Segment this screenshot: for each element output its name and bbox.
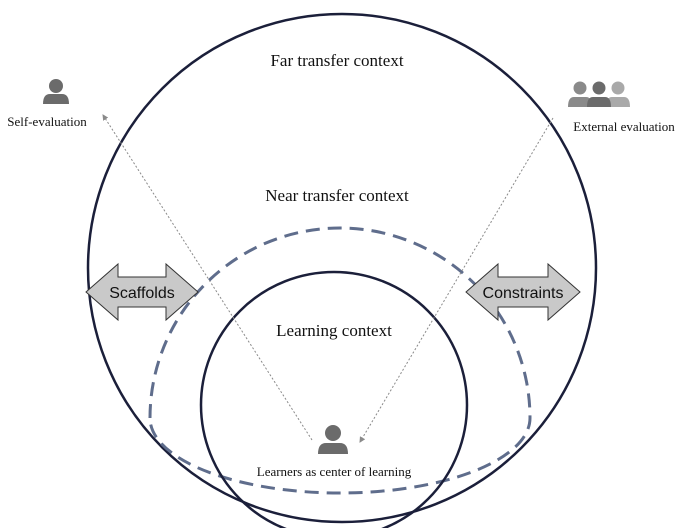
people-group-icon [568, 81, 630, 107]
scaffolds-arrow: Scaffolds [85, 262, 199, 322]
learners-label: Learners as center of learning [257, 464, 412, 479]
learning-context-label: Learning context [276, 321, 392, 340]
near-transfer-label: Near transfer context [265, 186, 409, 205]
far-transfer-circle [86, 12, 598, 524]
learner-icon [318, 425, 348, 454]
near-transfer-dashed-arc [148, 226, 532, 495]
self-evaluation-arrow [102, 114, 313, 441]
external-evaluation-label: External evaluation [573, 119, 675, 134]
person-icon [43, 79, 69, 104]
far-transfer-label: Far transfer context [270, 51, 403, 70]
constraints-arrow: Constraints [465, 262, 581, 322]
constraints-label: Constraints [483, 285, 564, 302]
external-evaluation-arrow [359, 117, 554, 443]
self-evaluation-label: Self-evaluation [7, 114, 87, 129]
scaffolds-label: Scaffolds [109, 285, 175, 302]
learning-context-circle [199, 270, 469, 528]
